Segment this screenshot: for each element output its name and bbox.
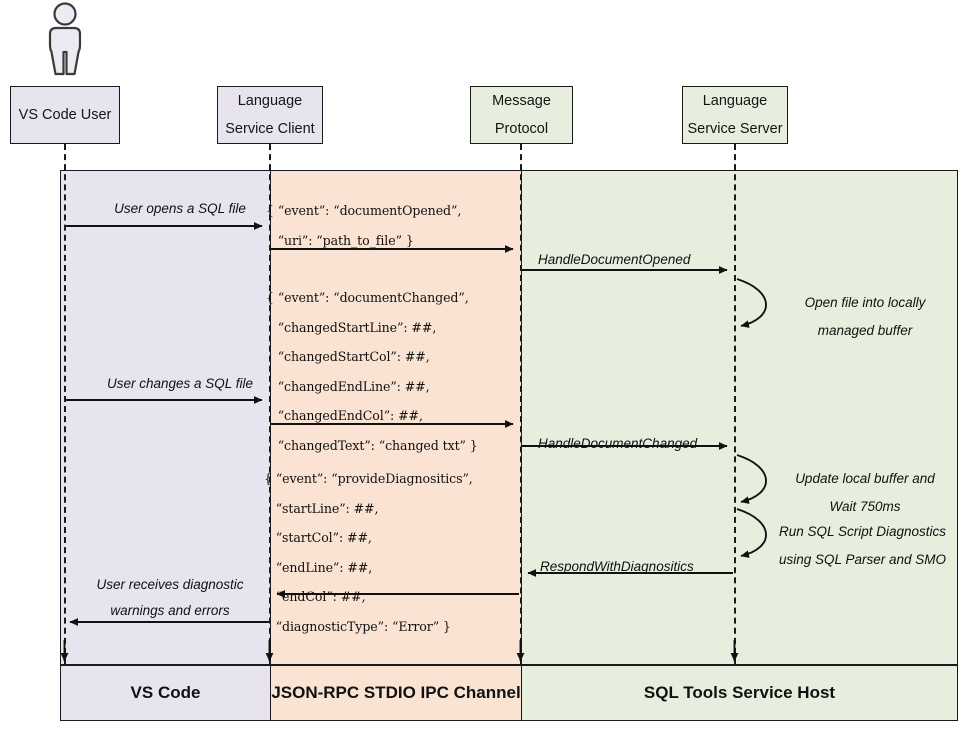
participant-label-line1: VS Code User [18,106,112,123]
participant-box-message-protocol[interactable]: Message Protocol [470,86,573,144]
json-payload-provide-diagnositics: { “event”: “provideDiagnositics”, “start… [264,471,473,634]
note-line2: using SQL Parser and SMO [778,552,947,568]
note-update-buffer-wait: Update local buffer and Wait 750ms [770,465,960,522]
footer-label: SQL Tools Service Host [643,683,836,702]
message-label-line1: User receives diagnostic [96,577,244,592]
participant-box-language-service-server[interactable]: Language Service Server [682,86,788,144]
footer-label: VS Code [130,683,201,702]
lifeline-message-protocol [520,144,522,664]
lifeline-language-service-server [734,144,736,664]
swimlane-band-vs-code [60,170,271,665]
lifeline-vs-code-user [64,144,66,664]
participant-label-line1: Language [702,92,768,109]
footer-label: JSON-RPC STDIO IPC Channel [271,683,521,702]
message-label-user-opens-sql-file: User opens a SQL file [114,201,246,216]
json-payload-document-opened: { “event”: “documentOpened”, “uri”: “pat… [266,203,462,248]
participant-box-vs-code-user[interactable]: VS Code User [10,86,120,144]
note-line2: Wait 750ms [829,499,901,515]
note-line1: Run SQL Script Diagnostics [778,524,947,539]
message-label-handle-document-opened: HandleDocumentOpened [538,252,691,267]
message-label-line2: warnings and errors [110,603,230,619]
lifeline-language-service-client [269,144,271,664]
participant-box-language-service-client[interactable]: Language Service Client [217,86,323,144]
note-line1: Update local buffer and [795,471,935,486]
footer-box-vs-code[interactable]: VS Code [60,665,271,721]
note-line1: Open file into locally [804,295,926,310]
footer-box-sql-tools-service-host[interactable]: SQL Tools Service Host [521,665,958,721]
participant-label-line2: Protocol [494,121,549,137]
participant-label-line1: Message [492,92,551,109]
message-label-user-changes-sql-file: User changes a SQL file [106,376,254,391]
note-run-sql-script-diagnostics: Run SQL Script Diagnostics using SQL Par… [765,518,960,575]
vs-code-user-actor [30,2,100,78]
participant-label-line2: Service Client [225,121,315,137]
participant-label-line1: Language [237,92,303,109]
footer-box-ipc-channel[interactable]: JSON-RPC STDIO IPC Channel [270,665,522,721]
note-open-file-into-buffer: Open file into locally managed buffer [770,289,960,346]
message-label-respond-with-diagnositics: RespondWithDiagnositics [540,559,694,574]
swimlane-band-ipc [270,170,522,665]
message-label-handle-document-changed: HandleDocumentChanged [538,436,698,451]
message-label-user-receives-diagnostics: User receives diagnostic warnings and er… [70,572,270,625]
swimlane-band-host [521,170,958,665]
note-line2: managed buffer [817,323,913,339]
json-payload-document-changed: { “event”: “documentChanged”, “changedSt… [266,290,478,453]
participant-label-line2: Service Server [687,121,783,137]
